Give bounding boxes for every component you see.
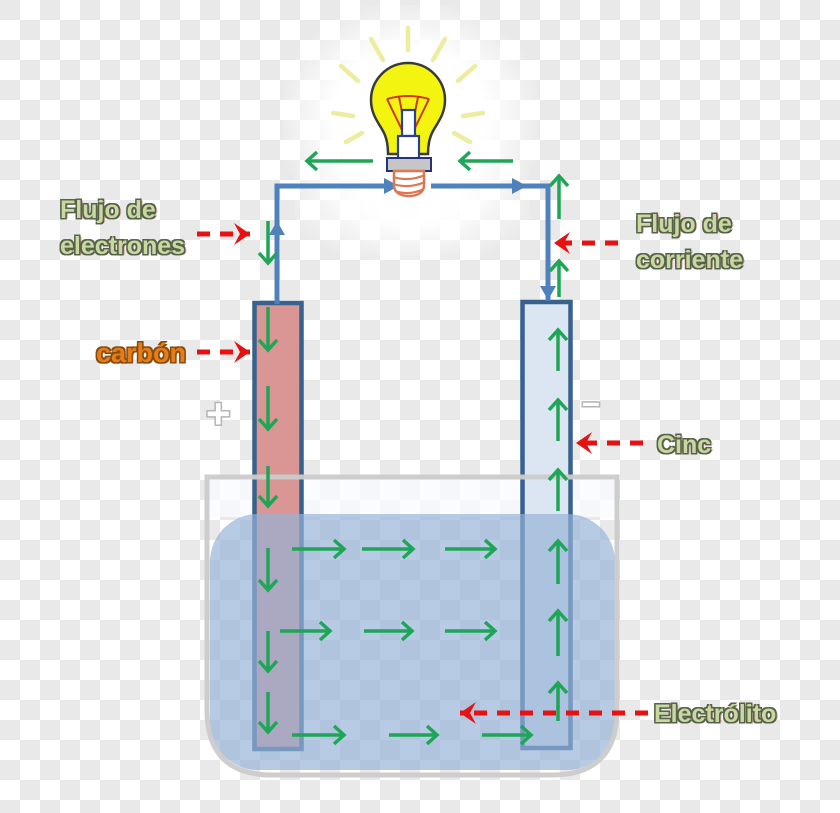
- bulb-base-band: [386, 157, 432, 172]
- current-flow-label-line2: corriente: [636, 246, 743, 274]
- current-arrowhead-top-right: [512, 178, 527, 194]
- current-flow-label: Flujo de corriente: [636, 206, 743, 278]
- beaker-outline: [204, 474, 620, 778]
- carbon-label: carbón: [96, 338, 187, 368]
- current-arrowhead-top-left: [384, 178, 399, 194]
- bulb-stem-top: [400, 108, 417, 138]
- electron-flow-label-line1: Flujo de: [60, 196, 156, 224]
- electrolyte-liquid: [210, 514, 615, 770]
- electron-flow-arrows: [257, 150, 570, 746]
- bulb-glass: [369, 61, 447, 156]
- right-wire: [431, 183, 551, 301]
- positive-terminal-sign: +: [206, 390, 231, 437]
- electron-flow-label: Flujo de electrones: [60, 192, 185, 264]
- current-arrowhead-right-down: [540, 286, 556, 300]
- electron-flow-label-line2: electrones: [60, 232, 186, 260]
- current-arrowhead-left-up: [269, 221, 285, 235]
- light-bulb-icon: [330, 25, 486, 198]
- bulb-screw-threads: [392, 173, 426, 195]
- negative-terminal-sign: –: [582, 384, 600, 420]
- electrolyte-label: Electrólito: [654, 700, 777, 728]
- circuit-wires: [274, 183, 551, 304]
- bulb-rays: [330, 25, 486, 145]
- left-wire: [274, 183, 395, 304]
- zinc-label: Cinc: [657, 431, 712, 459]
- label-pointer-arrows: [197, 223, 648, 724]
- current-direction-arrowheads: [269, 178, 556, 300]
- current-flow-label-line1: Flujo de: [636, 210, 732, 238]
